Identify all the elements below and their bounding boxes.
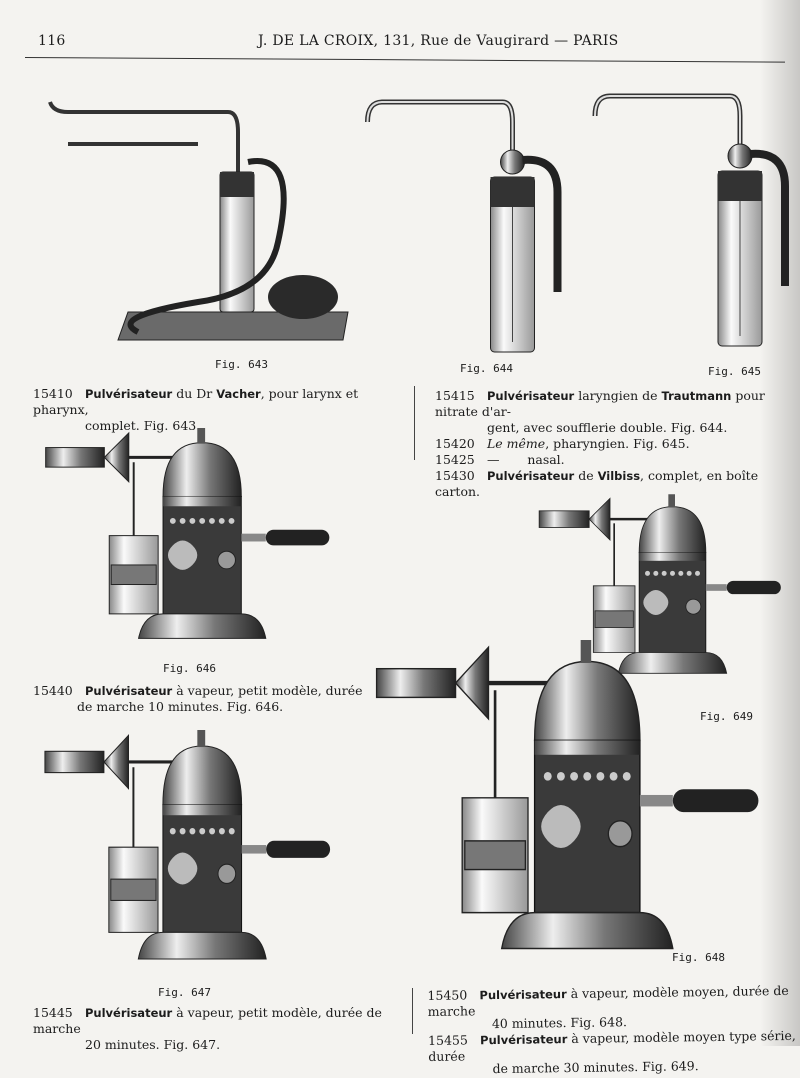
figure-646-caption: Fig. 646 — [163, 662, 216, 675]
figure-643-caption: Fig. 643 — [215, 358, 268, 371]
column-divider — [412, 988, 413, 1034]
column-divider — [414, 386, 415, 460]
figure-648-caption: Fig. 648 — [672, 951, 725, 964]
figure-649-caption: Fig. 649 — [700, 710, 753, 723]
figure-644-caption: Fig. 644 — [460, 362, 513, 375]
page-header-title: J. DE LA CROIX, 131, Rue de Vaugirard — … — [258, 33, 619, 49]
figure-647-caption: Fig. 647 — [158, 986, 211, 999]
figure-645-caption: Fig. 645 — [708, 365, 761, 378]
page-number: 116 — [38, 33, 66, 49]
header-rule — [24, 57, 785, 63]
